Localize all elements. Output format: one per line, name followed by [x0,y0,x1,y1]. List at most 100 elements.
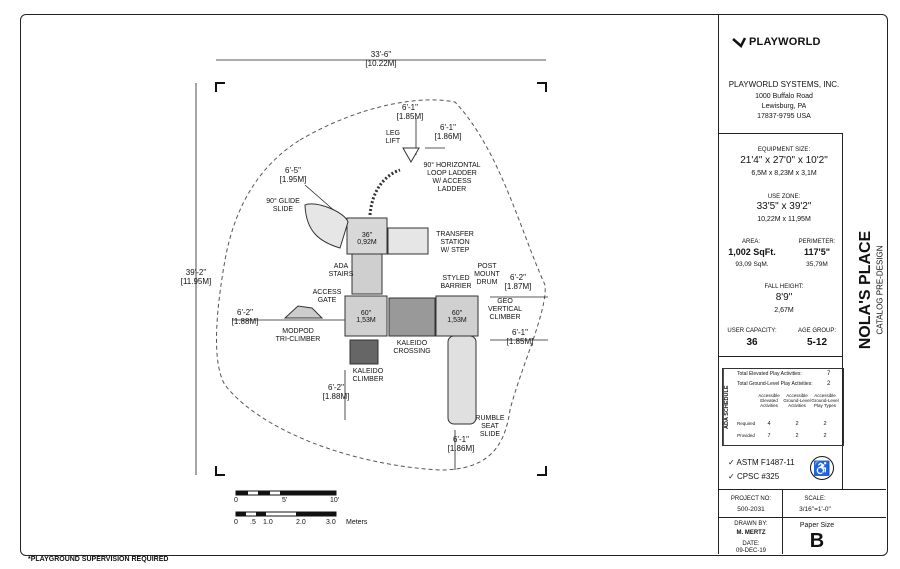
scale-feet-10: 10' [330,497,340,504]
dim-rumble-seat-line-1: 6'-1" [453,435,469,444]
project-title-block [842,133,887,489]
company-address-3: 17837-9795 USA [757,113,811,120]
project-subtitle: CATALOG PRE-DESIGN [875,245,885,335]
ada-row-2: Total Ground-Level Play Activities: [737,381,813,387]
equipment-size-metric: 6,5M x 8,23M x 3,1M [751,170,817,177]
sheet-border [20,14,888,556]
loop-ladder [368,168,401,216]
ada-provided-label: Provided [737,433,755,438]
rumble-seat-slide [447,335,477,425]
scale-m-1: 1.0 [263,519,273,526]
ada-required-1: 4 [767,421,771,427]
label-geo-climber-line-2: VERTICAL [488,306,522,313]
ada-required-label: Required [737,421,756,426]
dim-geo-climber-line-1: 6'-2" [510,273,526,282]
label-access-gate-line-1: ACCESS [313,289,342,296]
label-access-gate-line-2: GATE [318,297,337,304]
ada-provided-row: Provided 7 2 2 [737,433,841,439]
drawn-by-label: DRAWN BY: [734,521,768,527]
label-post-mount-drum-line-2: MOUNT [474,271,500,278]
ada-required-row: Required 4 2 2 [737,421,841,427]
ada-provided-3: 2 [823,433,827,439]
perimeter-imperial: 117'5" [804,247,830,257]
dim-top-width-line-2: [10.22M] [365,59,396,68]
label-kaleido-climber-line-2: CLIMBER [352,376,383,383]
paper-size-value: B [809,530,825,552]
dim-left-height-line-2: [11.95M] [181,277,212,286]
scale-m-0: 0 [234,519,238,526]
check-icon: ✓ [728,472,737,481]
use-zone-imperial: 33'5" x 39'2" [756,201,812,212]
dim-right-mid-line-2: [1.85M] [507,337,534,346]
ada-schedule: ADA SCHEDULE Total Elevated Play Activit… [722,368,844,446]
dim-glide-slide-line-1: 6'-5" [285,166,301,175]
fall-height-label: FALL HEIGHT: [764,284,804,290]
transfer-station [387,227,429,255]
astm-text: ASTM F1487-11 [736,458,795,467]
ada-required-2: 2 [795,421,799,427]
label-glide-slide-line-2: SLIDE [273,206,294,213]
user-capacity-value: 36 [746,337,758,348]
date-value: 09-DEC-19 [735,548,766,554]
kaleido-crossing-block [388,297,436,337]
fall-height-metric: 2,67M [774,307,794,314]
label-ada-stairs-line-2: STAIRS [329,271,354,278]
deck-3-height-line-2: 1,53M [447,317,467,324]
label-rumble-seat-line-1: RUMBLE [475,415,505,422]
paper-size-label: Paper Size [799,522,835,529]
project-no-label: PROJECT NO: [730,496,772,502]
scale-feet-0: 0 [234,497,238,504]
ada-provided-1: 7 [767,433,771,439]
dim-left-height-line-1: 39'-2" [186,268,207,277]
ada-col1: Accessible Elevated Activities [758,393,780,408]
equipment [283,147,479,425]
label-styled-barrier-line-1: STYLED [442,275,469,282]
label-glide-slide-line-1: 90° GLIDE [266,197,300,205]
scale-label: SCALE: [804,496,826,502]
label-loop-ladder-line-4: LADDER [438,186,466,193]
check-icon: ✓ [728,458,737,467]
label-loop-ladder-line-2: LOOP LADDER [427,170,477,177]
label-leg-lift-line-2: LIFT [386,138,401,145]
logo-mark-icon [732,37,746,49]
label-leg-lift-line-1: LEG [386,130,400,137]
label-ada-stairs-line-1: ADA [334,263,349,270]
area-metric: 93,09 SqM. [735,261,769,268]
ada-stairs-block [351,253,383,295]
deck-1-height-line-1: 36" [362,232,373,239]
dim-loop-ladder-line-2: [1.86M] [435,132,462,141]
equipment-size-imperial: 21'4" x 27'0" x 10'2" [740,155,828,166]
area-imperial: 1,002 SqFt. [728,247,776,257]
divider-5 [782,489,783,554]
ada-row2-value: 2 [827,381,831,387]
glide-slide [304,203,349,249]
date-label: DATE: [742,541,760,547]
deck-2-height-line-2: 1,53M [356,317,376,324]
ada-col3: Accessible Ground-Level Play Types [811,393,839,408]
ada-schedule-title: ADA SCHEDULE [723,369,736,445]
dim-kaleido-climber-line-2: [1.88M] [323,392,350,401]
divider-1 [718,133,842,134]
label-kaleido-climber-line-1: KALEIDO [353,368,384,375]
label-styled-barrier-line-2: BARRIER [440,283,471,290]
label-rumble-seat-line-3: SLIDE [480,431,501,438]
kaleido-climber-block [349,339,379,365]
ada-row1-label: Total Elevated Play Activities: [737,371,802,377]
label-kaleido-crossing-line-2: CROSSING [393,348,430,355]
label-rumble-seat-line-2: SEAT [481,423,499,430]
ada-row-1: Total Elevated Play Activities: [737,371,802,377]
dim-right-mid-line-1: 6'-1" [512,328,528,337]
label-post-mount-drum-line-1: POST [477,263,497,270]
label-transfer-station-line-3: W/ STEP [441,247,470,254]
dim-leg-lift-line-1: 6'-1" [402,103,418,112]
playworld-logo: PLAYWORLD [732,34,836,50]
dim-kaleido-climber-line-1: 6'-2" [328,383,344,392]
dim-glide-slide-line-2: [1.95M] [280,175,307,184]
scale-feet-5: 5' [282,497,288,504]
modpod [283,305,324,319]
deck-2 [344,295,388,337]
perimeter-label: PERIMETER: [798,239,836,245]
project-no-value: 500-2031 [737,506,765,513]
dim-rumble-seat-line-2: [1.86M] [448,444,475,453]
dim-modpod-line-2: [1.88M] [232,317,259,326]
